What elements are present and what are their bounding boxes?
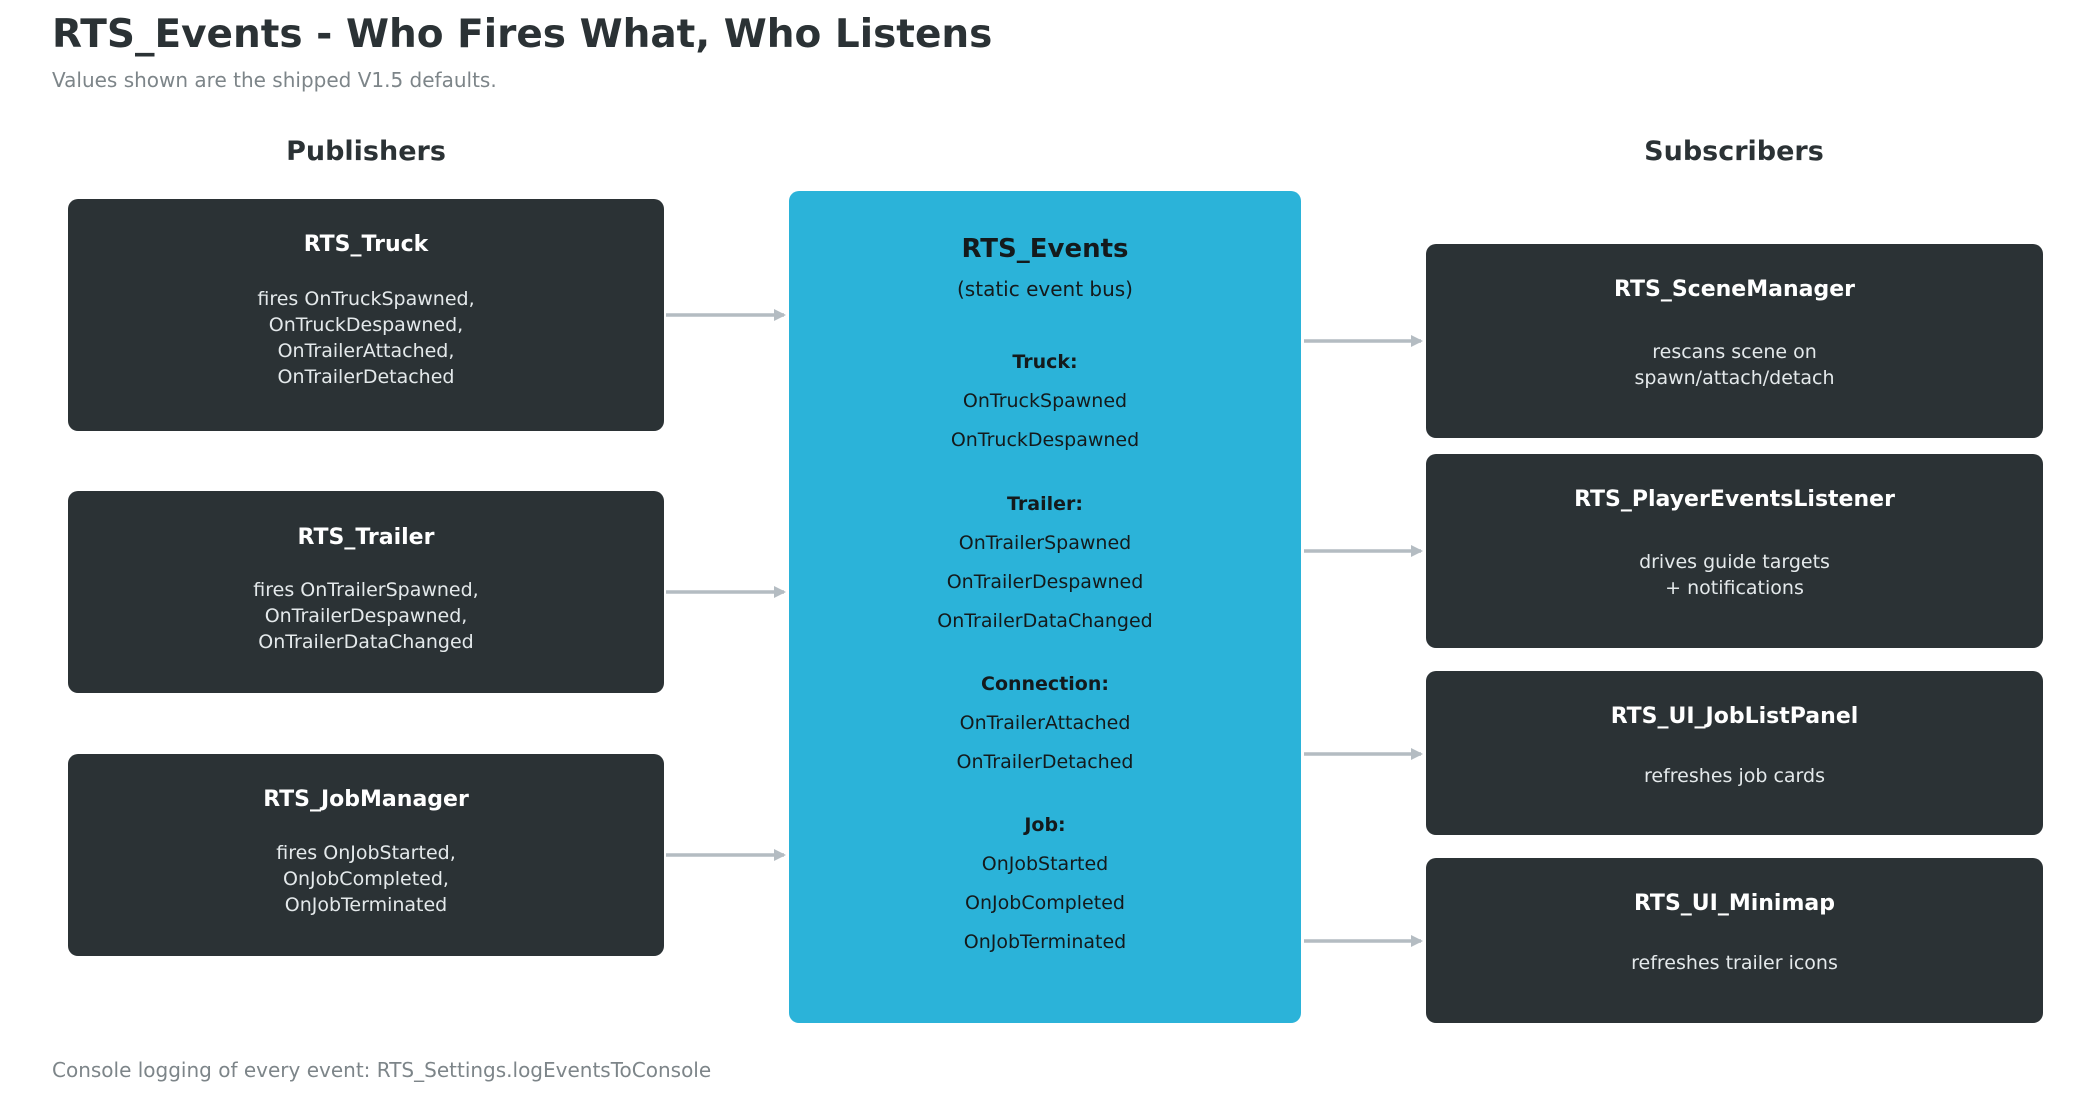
subscriber-box-rts-ui-minimap: RTS_UI_Minimap refreshes trailer icons (1426, 858, 2043, 1023)
event-item: OnJobCompleted (965, 892, 1125, 914)
event-bus-box: RTS_Events (static event bus) Truck: OnT… (789, 191, 1301, 1023)
subscriber-description: refreshes trailer icons (1631, 952, 1838, 974)
subscriber-box-rts-scenemanager: RTS_SceneManager rescans scene on spawn/… (1426, 244, 2043, 438)
publisher-description: fires OnJobStarted, OnJobCompleted, OnJo… (276, 842, 456, 916)
publishers-heading: Publishers (286, 136, 446, 167)
subscriber-name: RTS_UI_JobListPanel (1610, 704, 1859, 729)
event-item: OnJobStarted (981, 853, 1109, 875)
publisher-box-rts-trailer: RTS_Trailer fires OnTrailerSpawned, OnTr… (68, 491, 664, 693)
subscriber-box-rts-ui-joblistpanel: RTS_UI_JobListPanel refreshes job cards (1426, 671, 2043, 835)
subscriber-name: RTS_SceneManager (1614, 277, 1855, 302)
event-item: OnTrailerDespawned (946, 571, 1144, 593)
event-bus-title: RTS_Events (961, 234, 1129, 264)
publisher-box-rts-truck: RTS_Truck fires OnTruckSpawned, OnTruckD… (68, 199, 664, 431)
event-item: OnTruckSpawned (962, 390, 1128, 412)
publisher-box-rts-jobmanager: RTS_JobManager fires OnJobStarted, OnJob… (68, 754, 664, 956)
page-subtitle: Values shown are the shipped V1.5 defaul… (52, 68, 497, 92)
event-category-connection: Connection: (981, 673, 1109, 695)
event-bus-subtitle: (static event bus) (957, 277, 1133, 301)
publisher-name: RTS_Trailer (297, 525, 435, 550)
subscriber-description: rescans scene on spawn/attach/detach (1634, 341, 1835, 389)
event-item: OnTrailerDetached (956, 751, 1134, 773)
event-item: OnJobTerminated (963, 931, 1127, 953)
page-title: RTS_Events - Who Fires What, Who Listens (52, 12, 993, 57)
event-category-truck: Truck: (1012, 351, 1078, 373)
publisher-name: RTS_Truck (303, 232, 429, 257)
publisher-description: fires OnTruckSpawned, OnTruckDespawned, … (257, 288, 475, 388)
publisher-name: RTS_JobManager (263, 787, 469, 812)
subscriber-box-rts-playereventslistener: RTS_PlayerEventsListener drives guide ta… (1426, 454, 2043, 648)
event-category-trailer: Trailer: (1007, 493, 1083, 515)
event-item: OnTruckDespawned (950, 429, 1140, 451)
event-item: OnTrailerDataChanged (937, 610, 1153, 632)
event-item: OnTrailerAttached (959, 712, 1131, 734)
publisher-description: fires OnTrailerSpawned, OnTrailerDespawn… (253, 579, 479, 653)
subscribers-heading: Subscribers (1644, 136, 1824, 167)
subscriber-name: RTS_PlayerEventsListener (1574, 487, 1895, 512)
event-item: OnTrailerSpawned (958, 532, 1132, 554)
subscriber-name: RTS_UI_Minimap (1633, 891, 1835, 916)
footer-note: Console logging of every event: RTS_Sett… (52, 1058, 712, 1082)
subscriber-description: refreshes job cards (1644, 765, 1825, 787)
subscriber-description: drives guide targets + notifications (1639, 551, 1830, 599)
event-category-job: Job: (1024, 814, 1066, 836)
